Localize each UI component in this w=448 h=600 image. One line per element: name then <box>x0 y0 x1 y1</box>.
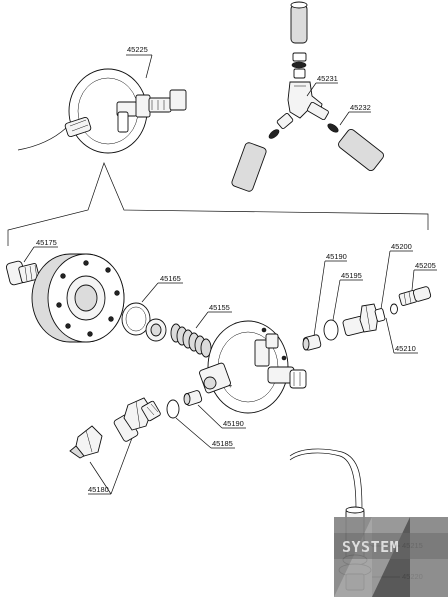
part-45180-jet <box>69 397 161 459</box>
callout-45232: 45232 <box>350 103 371 112</box>
valve-body: + <box>199 320 307 414</box>
assembly-45225 <box>17 68 187 154</box>
callout-45225: 45225 <box>127 45 148 54</box>
part-45200-hex-fitting <box>342 303 398 336</box>
callout-45190-lower: 45190 <box>223 419 244 428</box>
detail-wedge <box>7 162 429 246</box>
part-45195-oring <box>323 319 339 341</box>
tee-connector-assembly <box>231 1 384 192</box>
callout-45210: 45210 <box>395 344 416 353</box>
part-45165-oring-washer <box>121 302 167 342</box>
svg-text:+: + <box>228 381 233 390</box>
system-watermark-logo: SYSTEM <box>334 517 448 597</box>
callout-45190-upper: 45190 <box>326 252 347 261</box>
callout-45195: 45195 <box>341 271 362 280</box>
callout-45155: 45155 <box>209 303 230 312</box>
part-45155-spring <box>170 323 212 358</box>
callout-45175: 45175 <box>36 238 57 247</box>
callout-45165: 45165 <box>160 274 181 283</box>
callout-45180: 45180 <box>88 485 109 494</box>
flange-housing <box>31 253 125 343</box>
part-45185-oring <box>166 399 180 419</box>
callout-45231: 45231 <box>317 74 338 83</box>
part-45175-nipple <box>5 260 40 286</box>
callout-45185: 45185 <box>212 439 233 448</box>
callout-45205: 45205 <box>415 261 436 270</box>
part-45205-nozzle <box>398 286 432 306</box>
watermark-text: SYSTEM <box>342 538 399 556</box>
part-45190-upper-nipple <box>302 334 322 351</box>
callout-45200: 45200 <box>391 242 412 251</box>
part-45190-lower-nipple <box>183 390 203 406</box>
